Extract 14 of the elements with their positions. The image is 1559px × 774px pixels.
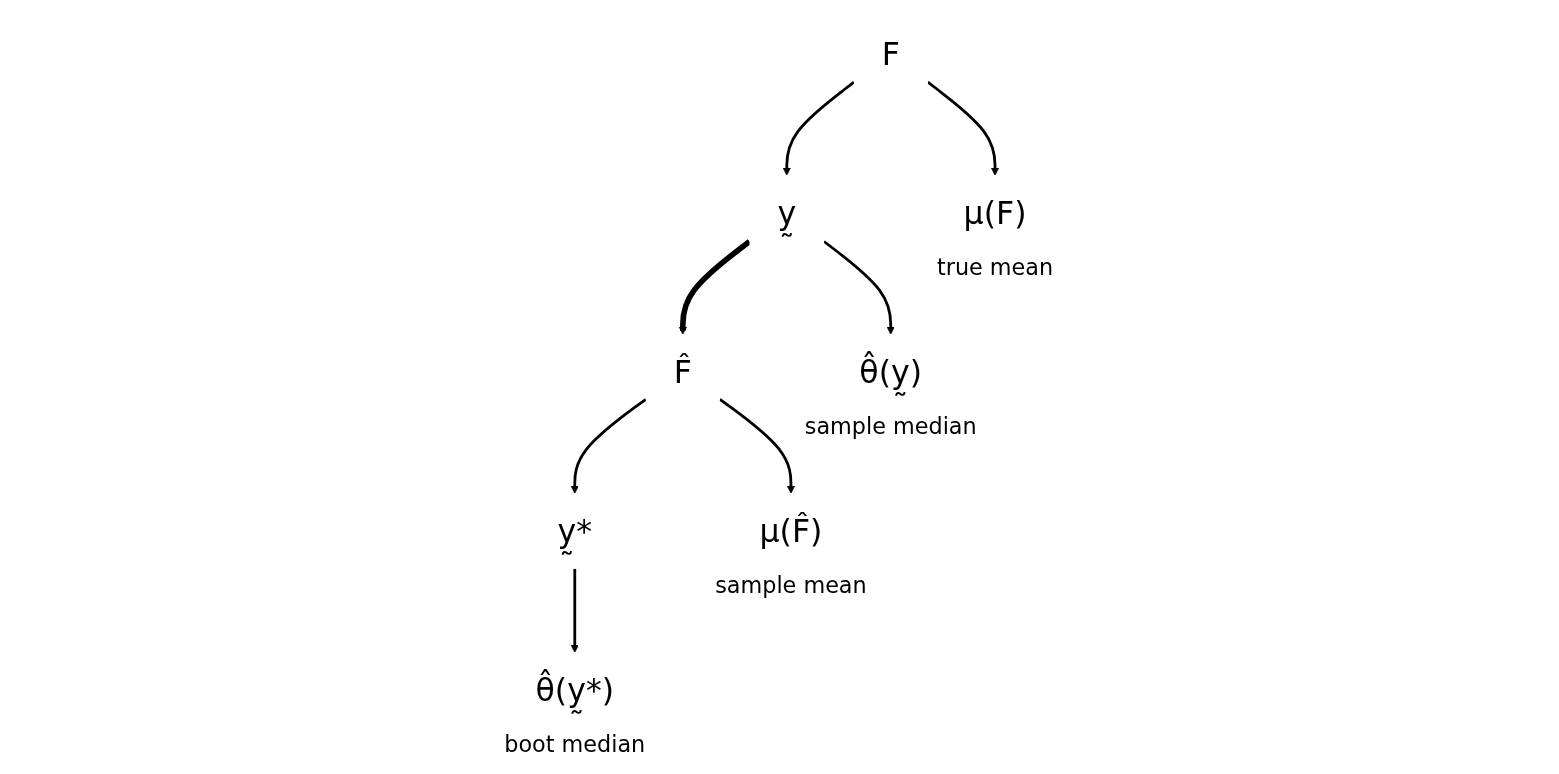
node-text: μ(F): [963, 193, 1027, 232]
caption-text: sample mean: [715, 571, 867, 598]
caption-text: boot median: [504, 730, 646, 757]
arrow: [782, 81, 855, 176]
arrow: [570, 398, 647, 494]
node-text: μ(F̂): [759, 512, 823, 550]
arrow: [719, 398, 796, 494]
node-text: F: [881, 34, 901, 73]
arrow: [927, 81, 1000, 176]
caption-text: sample median: [804, 412, 977, 439]
arrow: [570, 568, 579, 653]
caption-text: true mean: [937, 253, 1054, 280]
node-text: F̂: [673, 352, 693, 391]
arrow: [823, 240, 895, 335]
